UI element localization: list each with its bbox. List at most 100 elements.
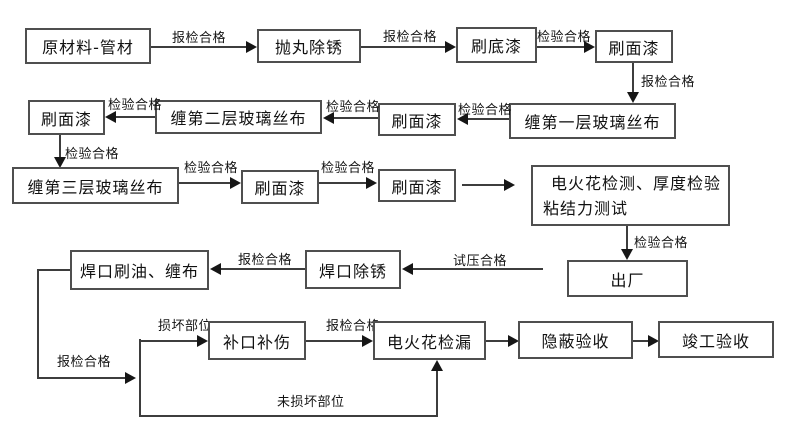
- node-spark-thickness-test: 电火花检测、厚度检验 粘结力测试: [531, 165, 730, 226]
- connector-raw-shot: [151, 46, 246, 48]
- arrow-right-icon: [445, 41, 456, 53]
- edge-label-wrap1-top2: 检验合格: [458, 103, 513, 118]
- node-label: 刷面漆: [608, 38, 660, 58]
- connector-damaged-path: [139, 340, 197, 342]
- connector-top4-top5: [319, 182, 366, 184]
- arrow-left-icon: [402, 263, 413, 275]
- node-label: 刷面漆: [391, 177, 443, 197]
- arrow-right-icon: [246, 41, 257, 53]
- node-top-coat-2: 刷面漆: [378, 103, 456, 136]
- node-label: 竣工验收: [681, 331, 750, 351]
- connector-repair-leaktest: [306, 340, 362, 342]
- edge-label-primer-top1: 检验合格: [537, 30, 592, 45]
- connector-wrap2-top3: [116, 116, 155, 118]
- node-label: 缠第二层玻璃丝布: [170, 109, 307, 128]
- node-shot-blasting: 抛丸除锈: [257, 29, 361, 63]
- arrow-right-icon: [362, 335, 373, 347]
- connector-primer-top1: [537, 46, 584, 48]
- node-label: 刷底漆: [470, 37, 522, 56]
- arrow-right-icon: [584, 41, 595, 53]
- edge-label-raw-shot: 报检合格: [172, 31, 227, 46]
- node-top-coat-4: 刷面漆: [241, 170, 319, 204]
- arrow-right-icon: [648, 335, 659, 347]
- connector-wrap1-top2: [468, 118, 509, 120]
- node-label: 粘结力测试: [543, 198, 629, 218]
- node-completion-acceptance: 竣工验收: [658, 321, 774, 358]
- arrow-right-icon: [125, 372, 136, 384]
- arrow-down-icon: [621, 249, 633, 260]
- edge-label-left-branch: 报检合格: [57, 355, 112, 370]
- arrow-right-icon: [230, 177, 241, 189]
- arrow-right-icon: [504, 179, 515, 191]
- connector-undamaged-horizontal: [139, 415, 438, 417]
- edge-label-pressure-test: 试压合格: [453, 254, 508, 269]
- node-top-coat-5: 刷面漆: [378, 169, 456, 202]
- arrow-left-icon: [105, 111, 116, 123]
- edge-label-wrap3-top4: 检验合格: [184, 161, 239, 176]
- node-label: 抛丸除锈: [274, 38, 343, 57]
- node-weld-oil-wrap: 焊口刷油、缠布: [70, 250, 209, 290]
- node-label: 焊口刷油、缠布: [79, 262, 199, 281]
- arrow-left-icon: [323, 112, 334, 124]
- edge-label-top1-wrap1: 报检合格: [641, 75, 696, 90]
- node-ship-out: 出厂: [567, 260, 688, 297]
- node-label: 隐蔽验收: [541, 332, 610, 351]
- connector-left-branch-top: [37, 269, 70, 271]
- node-top-coat-3: 刷面漆: [28, 100, 105, 135]
- edge-label-top4-top5: 检验合格: [321, 161, 376, 176]
- connector-shot-primer: [361, 46, 445, 48]
- node-label: 刷面漆: [254, 179, 306, 198]
- node-raw-material: 原材料-管材: [25, 28, 151, 64]
- node-label: 出厂: [610, 270, 645, 290]
- arrow-up-icon: [431, 360, 443, 371]
- node-label: 缠第一层玻璃丝布: [524, 113, 661, 132]
- edge-label-repair-leaktest: 报检合格: [326, 319, 381, 334]
- arrow-right-icon: [366, 177, 377, 189]
- connector-wrap3-top4: [179, 182, 230, 184]
- node-weld-derust: 焊口除锈: [305, 250, 401, 289]
- connector-top5-test: [462, 184, 504, 186]
- edge-label-shot-primer: 报检合格: [383, 30, 438, 45]
- node-spark-leak-test: 电火花检漏: [373, 321, 486, 360]
- node-label: 刷面漆: [40, 109, 92, 129]
- connector-top3-wrap3: [59, 135, 61, 158]
- node-label: 缠第三层玻璃丝布: [27, 177, 164, 197]
- connector-split-vertical: [139, 339, 141, 417]
- node-label: 补口补伤: [222, 332, 291, 352]
- node-joint-repair: 补口补伤: [208, 321, 306, 360]
- connector-left-branch-vertical: [37, 269, 39, 379]
- arrow-right-icon: [197, 335, 208, 347]
- arrow-down-icon: [627, 92, 639, 103]
- connector-pressure-test: [413, 268, 543, 270]
- edge-label-top2-wrap2: 检验合格: [326, 100, 381, 115]
- connector-leaktest-concealed: [486, 340, 508, 342]
- connector-concealed-completion: [633, 340, 648, 342]
- node-label: 原材料-管材: [42, 38, 134, 57]
- node-label: 刷面漆: [391, 111, 443, 131]
- node-primer-coat: 刷底漆: [456, 27, 537, 63]
- arrow-down-icon: [54, 157, 66, 168]
- edge-label-top3-wrap3: 检验合格: [65, 147, 120, 162]
- node-label: 电火花检测、厚度检验: [551, 173, 722, 193]
- arrow-left-icon: [457, 113, 468, 125]
- arrow-right-icon: [508, 335, 519, 347]
- arrow-left-icon: [210, 263, 221, 275]
- connector-top2-wrap2: [334, 117, 378, 119]
- node-concealed-acceptance: 隐蔽验收: [518, 321, 633, 359]
- edge-label-damaged-part: 损坏部位: [158, 319, 213, 334]
- connector-left-branch-bottom: [37, 377, 125, 379]
- edge-label-undamaged-part: 未损坏部位: [277, 395, 345, 410]
- node-wrap-layer-2: 缠第二层玻璃丝布: [155, 100, 322, 134]
- node-label: 电火花检漏: [386, 332, 472, 352]
- edge-label-weldrust-oilwrap: 报检合格: [238, 253, 293, 268]
- node-top-coat-1: 刷面漆: [595, 30, 673, 63]
- connector-undamaged-vertical: [436, 371, 438, 417]
- edge-label-test-ship: 检验合格: [634, 236, 689, 251]
- edge-label-wrap2-top3: 检验合格: [108, 98, 163, 113]
- node-label: 焊口除锈: [318, 261, 387, 281]
- connector-top1-wrap1: [632, 63, 634, 92]
- node-wrap-layer-1: 缠第一层玻璃丝布: [509, 103, 676, 139]
- node-wrap-layer-3: 缠第三层玻璃丝布: [12, 167, 179, 204]
- connector-test-ship: [626, 226, 628, 249]
